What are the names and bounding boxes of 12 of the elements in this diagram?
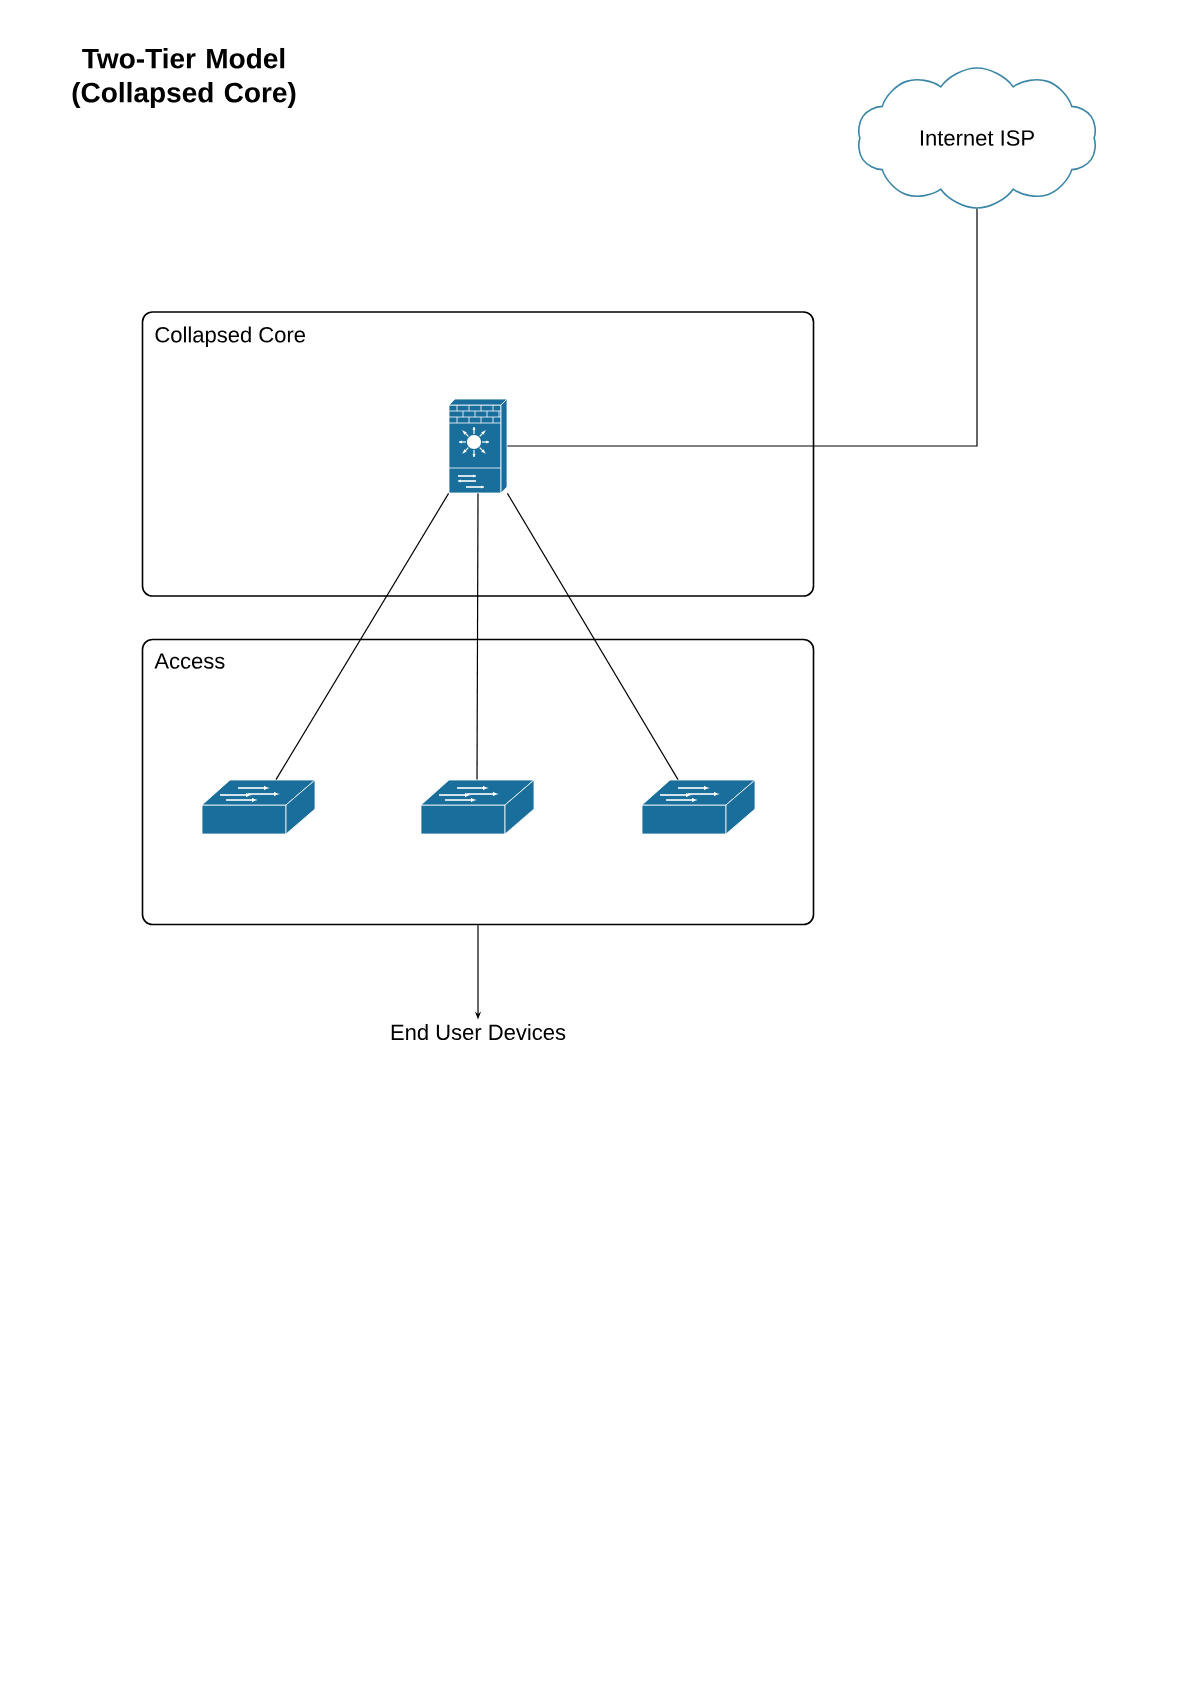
connector-line (476, 492, 479, 781)
connector-line (506, 208, 978, 447)
switch-icon (201, 779, 316, 835)
switch-icon (641, 779, 756, 835)
title: Two-Tier Model (Collapsed Core) (72, 47, 296, 109)
group-label: Access (154, 653, 225, 669)
switch-icon (420, 779, 535, 835)
connector-line (275, 492, 450, 781)
end-label: End User Devices (391, 1023, 566, 1041)
group-label: Collapsed Core (155, 326, 305, 347)
firewall-switch-icon (448, 398, 508, 494)
connector-line (506, 492, 679, 781)
